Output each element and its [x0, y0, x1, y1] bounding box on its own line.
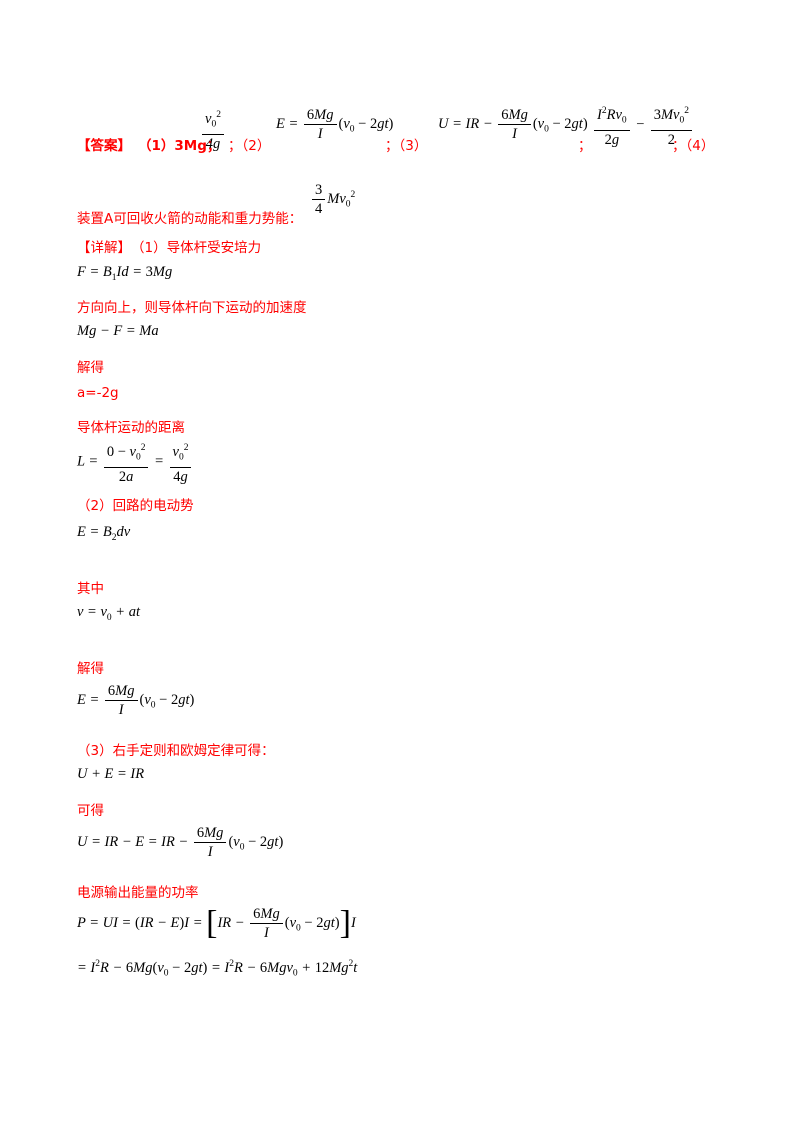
formula-velocity: v = v0 + at [77, 604, 140, 623]
answer-part1: （1）3Mg； [138, 138, 221, 154]
detail-step3: 解得 [77, 360, 104, 376]
formula-force: F = B1Id = 3Mg [77, 264, 173, 283]
detail-step2: 方向向上，则导体杆向下运动的加速度 [77, 300, 307, 316]
detail-label: 【详解】 [77, 240, 131, 256]
answer-part4-sep: ； [578, 138, 592, 154]
detail-step5: 导体杆运动的距离 [77, 420, 185, 436]
detail-step6: （2）回路的电动势 [77, 498, 194, 514]
formula-emf: E = B2dv [77, 524, 131, 543]
detail-step10: 可得 [77, 803, 104, 819]
detail-step11: 电源输出能量的功率 [77, 885, 199, 901]
formula-power-expanded: = I2R − 6Mg(v0 − 2gt) = I2R − 6Mgv0 + 12… [77, 959, 358, 979]
detail-step9: （3）右手定则和欧姆定律可得： [77, 743, 275, 759]
detail-step1: （1）导体杆受安培力 [131, 240, 262, 256]
answer-part5: 装置A可回收火箭的动能和重力势能： [77, 211, 303, 227]
answer-part3: ；（3） [385, 138, 428, 154]
detail-step4: a=-2g [77, 385, 119, 401]
answer-label: 【答案】 [77, 138, 131, 154]
formula-newton: Mg − F = Ma [77, 323, 159, 339]
formula-ohm: U + E = IR [77, 766, 145, 782]
detail-step8: 解得 [77, 661, 104, 677]
answer-part4: ；（4） [672, 138, 715, 154]
answer-part2: ；（2） [228, 138, 271, 154]
detail-step7: 其中 [77, 581, 104, 597]
